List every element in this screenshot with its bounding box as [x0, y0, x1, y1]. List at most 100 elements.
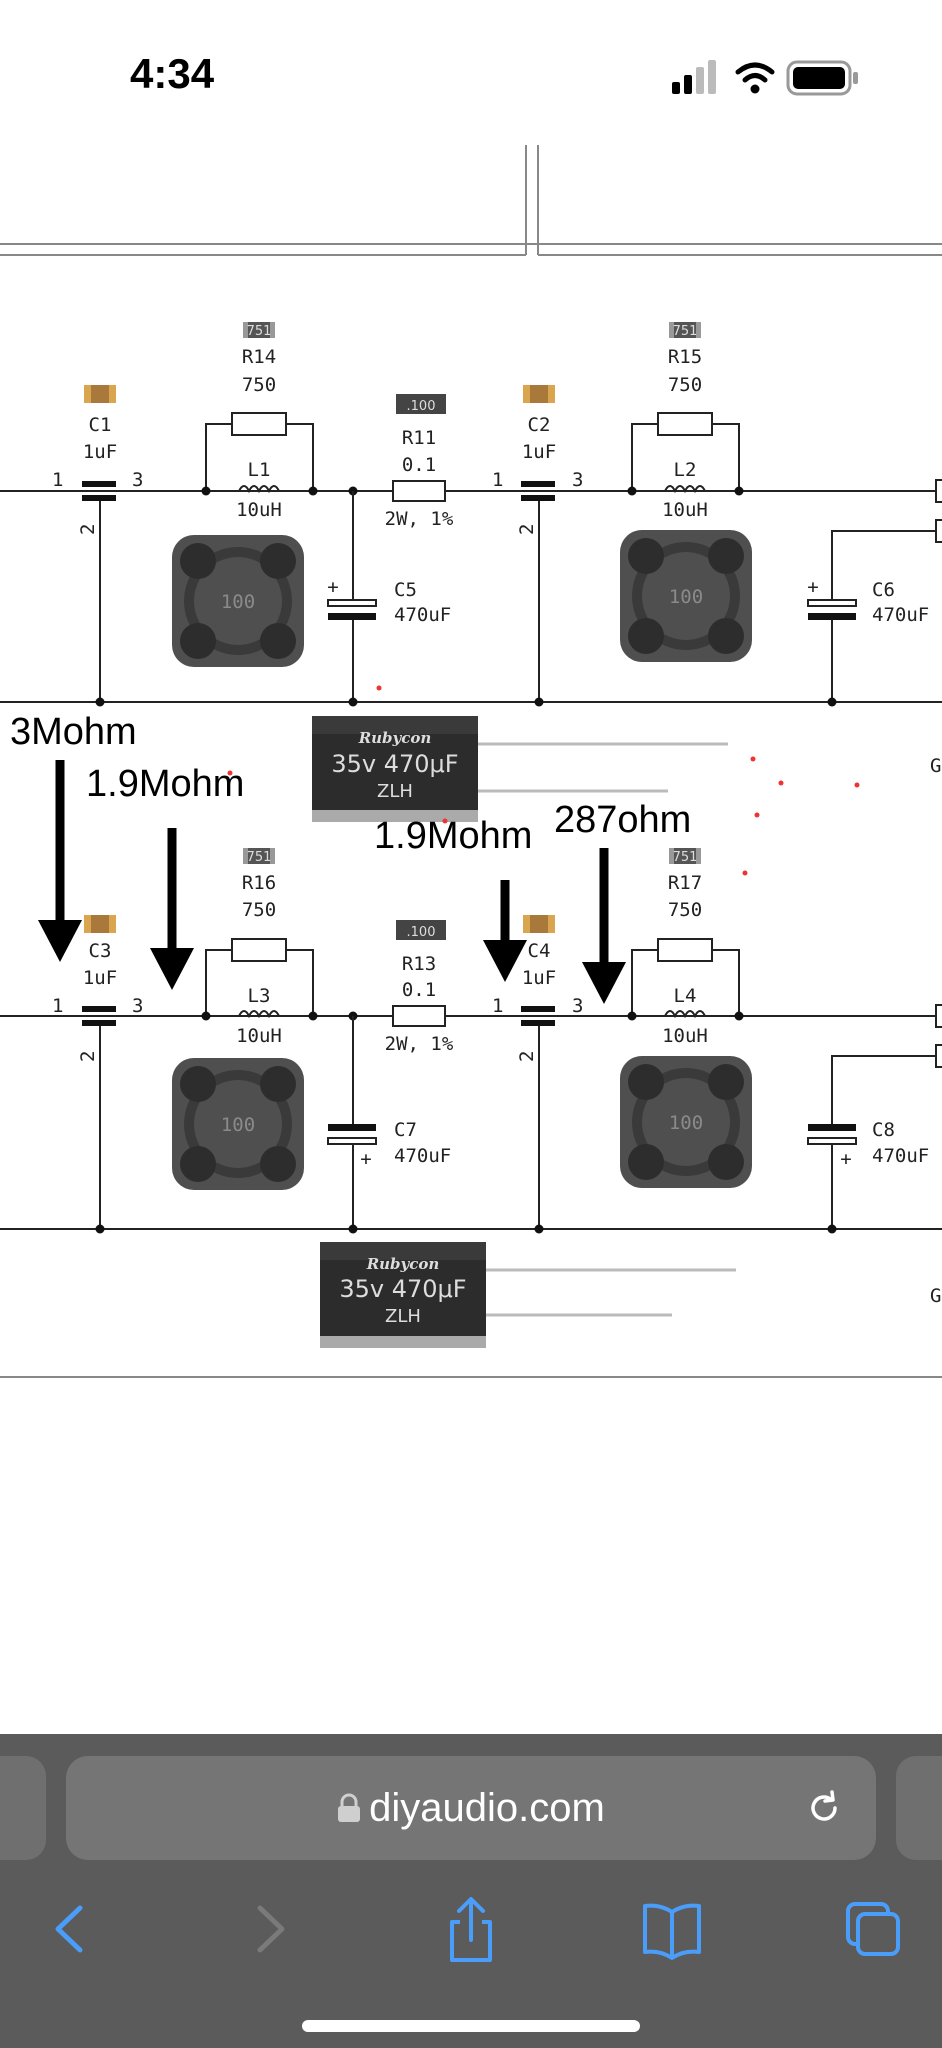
- next-tab-preview[interactable]: [896, 1756, 942, 1860]
- cellular-signal-icon: [672, 60, 716, 94]
- pin-2-label: 2: [77, 1051, 99, 1062]
- c5-plus: +: [327, 576, 338, 598]
- cap-brand: Rubycon: [366, 1255, 440, 1273]
- r16-ref: R16: [242, 872, 276, 894]
- c4-ref: C4: [528, 940, 551, 962]
- c6-value: 470uF: [872, 604, 929, 626]
- c4-value: 1uF: [522, 967, 556, 989]
- r11-value: 0.1: [402, 454, 436, 476]
- l1-package-label: 100: [221, 591, 255, 613]
- previous-tab-preview[interactable]: [0, 1756, 46, 1860]
- r15-value: 750: [668, 374, 702, 396]
- r14-chip: 751: [247, 324, 272, 339]
- r11-ref: R11: [402, 427, 436, 449]
- rubycon-capacitor-bottom: Rubycon 35v 470μF ZLH: [320, 1242, 736, 1348]
- l4-package-label: 100: [669, 1112, 703, 1134]
- cap-brand: Rubycon: [358, 729, 432, 747]
- r15-ref: R15: [668, 346, 702, 368]
- l1-value: 10uH: [236, 499, 282, 521]
- lock-icon: [337, 1758, 361, 1862]
- share-button[interactable]: [426, 1884, 516, 1974]
- r13-value: 0.1: [402, 979, 436, 1001]
- pin-2-label: 2: [77, 524, 99, 535]
- l4-ref: L4: [674, 985, 697, 1007]
- r17-chip: 751: [673, 850, 698, 865]
- r13-ref: R13: [402, 953, 436, 975]
- edge-g-label: G: [930, 1285, 941, 1307]
- browser-nav-row: [0, 1884, 942, 1974]
- c2-value: 1uF: [522, 441, 556, 463]
- chevron-right-icon: [257, 1905, 285, 1953]
- annotation-label: 287ohm: [554, 799, 691, 841]
- annotation-287ohm: 287ohm: [554, 799, 691, 1004]
- status-bar: 4:34: [0, 0, 942, 140]
- status-time: 4:34: [130, 50, 215, 97]
- r15-chip: 751: [673, 324, 698, 339]
- rubycon-capacitor-top: Rubycon 35v 470μF ZLH: [312, 716, 728, 822]
- bookmarks-button[interactable]: [627, 1884, 717, 1974]
- l2-ref: L2: [674, 459, 697, 481]
- pin-3-label: 3: [572, 469, 583, 491]
- probe-dots: [227, 685, 860, 876]
- r17-ref: R17: [668, 872, 702, 894]
- wifi-icon: [735, 62, 775, 94]
- l4-value: 10uH: [662, 1025, 708, 1047]
- pin-1-label: 1: [52, 995, 63, 1017]
- c5-ref: C5: [394, 579, 417, 601]
- c8-value: 470uF: [872, 1145, 929, 1167]
- status-icons: [672, 58, 862, 98]
- annotation-label: 3Mohm: [10, 711, 137, 753]
- cap-series: ZLH: [385, 1306, 421, 1327]
- c6-plus: +: [807, 576, 818, 598]
- c8-ref: C8: [872, 1119, 895, 1141]
- c1-value: 1uF: [83, 441, 117, 463]
- r14-value: 750: [242, 374, 276, 396]
- c3-ref: C3: [89, 940, 112, 962]
- pin-2-label: 2: [516, 524, 538, 535]
- r11-chip: .100: [407, 399, 436, 414]
- c7-plus: +: [360, 1148, 371, 1170]
- browser-toolbar: diyaudio.com: [0, 1734, 942, 2048]
- r14-ref: R14: [242, 346, 276, 368]
- annotation-1-9mohm-left: 1.9Mohm: [86, 763, 244, 990]
- l3-ref: L3: [248, 985, 271, 1007]
- tabs-button[interactable]: [828, 1884, 918, 1974]
- cap-spec: 35v 470μF: [331, 750, 458, 778]
- c3-value: 1uF: [83, 967, 117, 989]
- edge-g-label: G: [930, 755, 941, 777]
- tabs-icon: [846, 1902, 900, 1956]
- pin-3-label: 3: [132, 469, 143, 491]
- battery-icon: [786, 60, 858, 96]
- r17-value: 750: [668, 899, 702, 921]
- r16-value: 750: [242, 899, 276, 921]
- forward-button[interactable]: [226, 1884, 316, 1974]
- r11-rating: 2W, 1%: [385, 508, 454, 530]
- c7-value: 470uF: [394, 1145, 451, 1167]
- pin-3-label: 3: [132, 995, 143, 1017]
- r16-chip: 751: [247, 850, 272, 865]
- back-button[interactable]: [24, 1884, 114, 1974]
- c2-ref: C2: [528, 414, 551, 436]
- book-icon: [643, 1903, 701, 1960]
- pin-1-label: 1: [492, 995, 503, 1017]
- filter-section-bottom: C3 1uF 1 3 2 751 R16 750 L3 10uH 100 .10…: [0, 848, 942, 1307]
- address-text: diyaudio.com: [66, 1756, 876, 1860]
- home-indicator[interactable]: [302, 2020, 640, 2032]
- url-text: diyaudio.com: [369, 1786, 605, 1830]
- cap-spec: 35v 470μF: [339, 1275, 466, 1303]
- filter-section-top: C1 1uF 1 3 2 751 R14 750 L1 10uH 100 .10…: [0, 322, 942, 777]
- share-icon: [450, 1897, 492, 1962]
- r13-chip: .100: [407, 925, 436, 940]
- l1-ref: L1: [248, 459, 271, 481]
- l3-package-label: 100: [221, 1114, 255, 1136]
- chevron-left-icon: [55, 1905, 83, 1953]
- l2-package-label: 100: [669, 586, 703, 608]
- annotation-label: 1.9Mohm: [374, 815, 532, 857]
- schematic-view: C1 1uF 1 3 2 751 R14 750 L1 10uH 100 .10…: [0, 145, 942, 1378]
- r13-rating: 2W, 1%: [385, 1033, 454, 1055]
- reload-icon[interactable]: [802, 1786, 846, 1830]
- pin-1-label: 1: [52, 469, 63, 491]
- address-bar[interactable]: diyaudio.com: [66, 1756, 876, 1860]
- pin-3-label: 3: [572, 995, 583, 1017]
- c5-value: 470uF: [394, 604, 451, 626]
